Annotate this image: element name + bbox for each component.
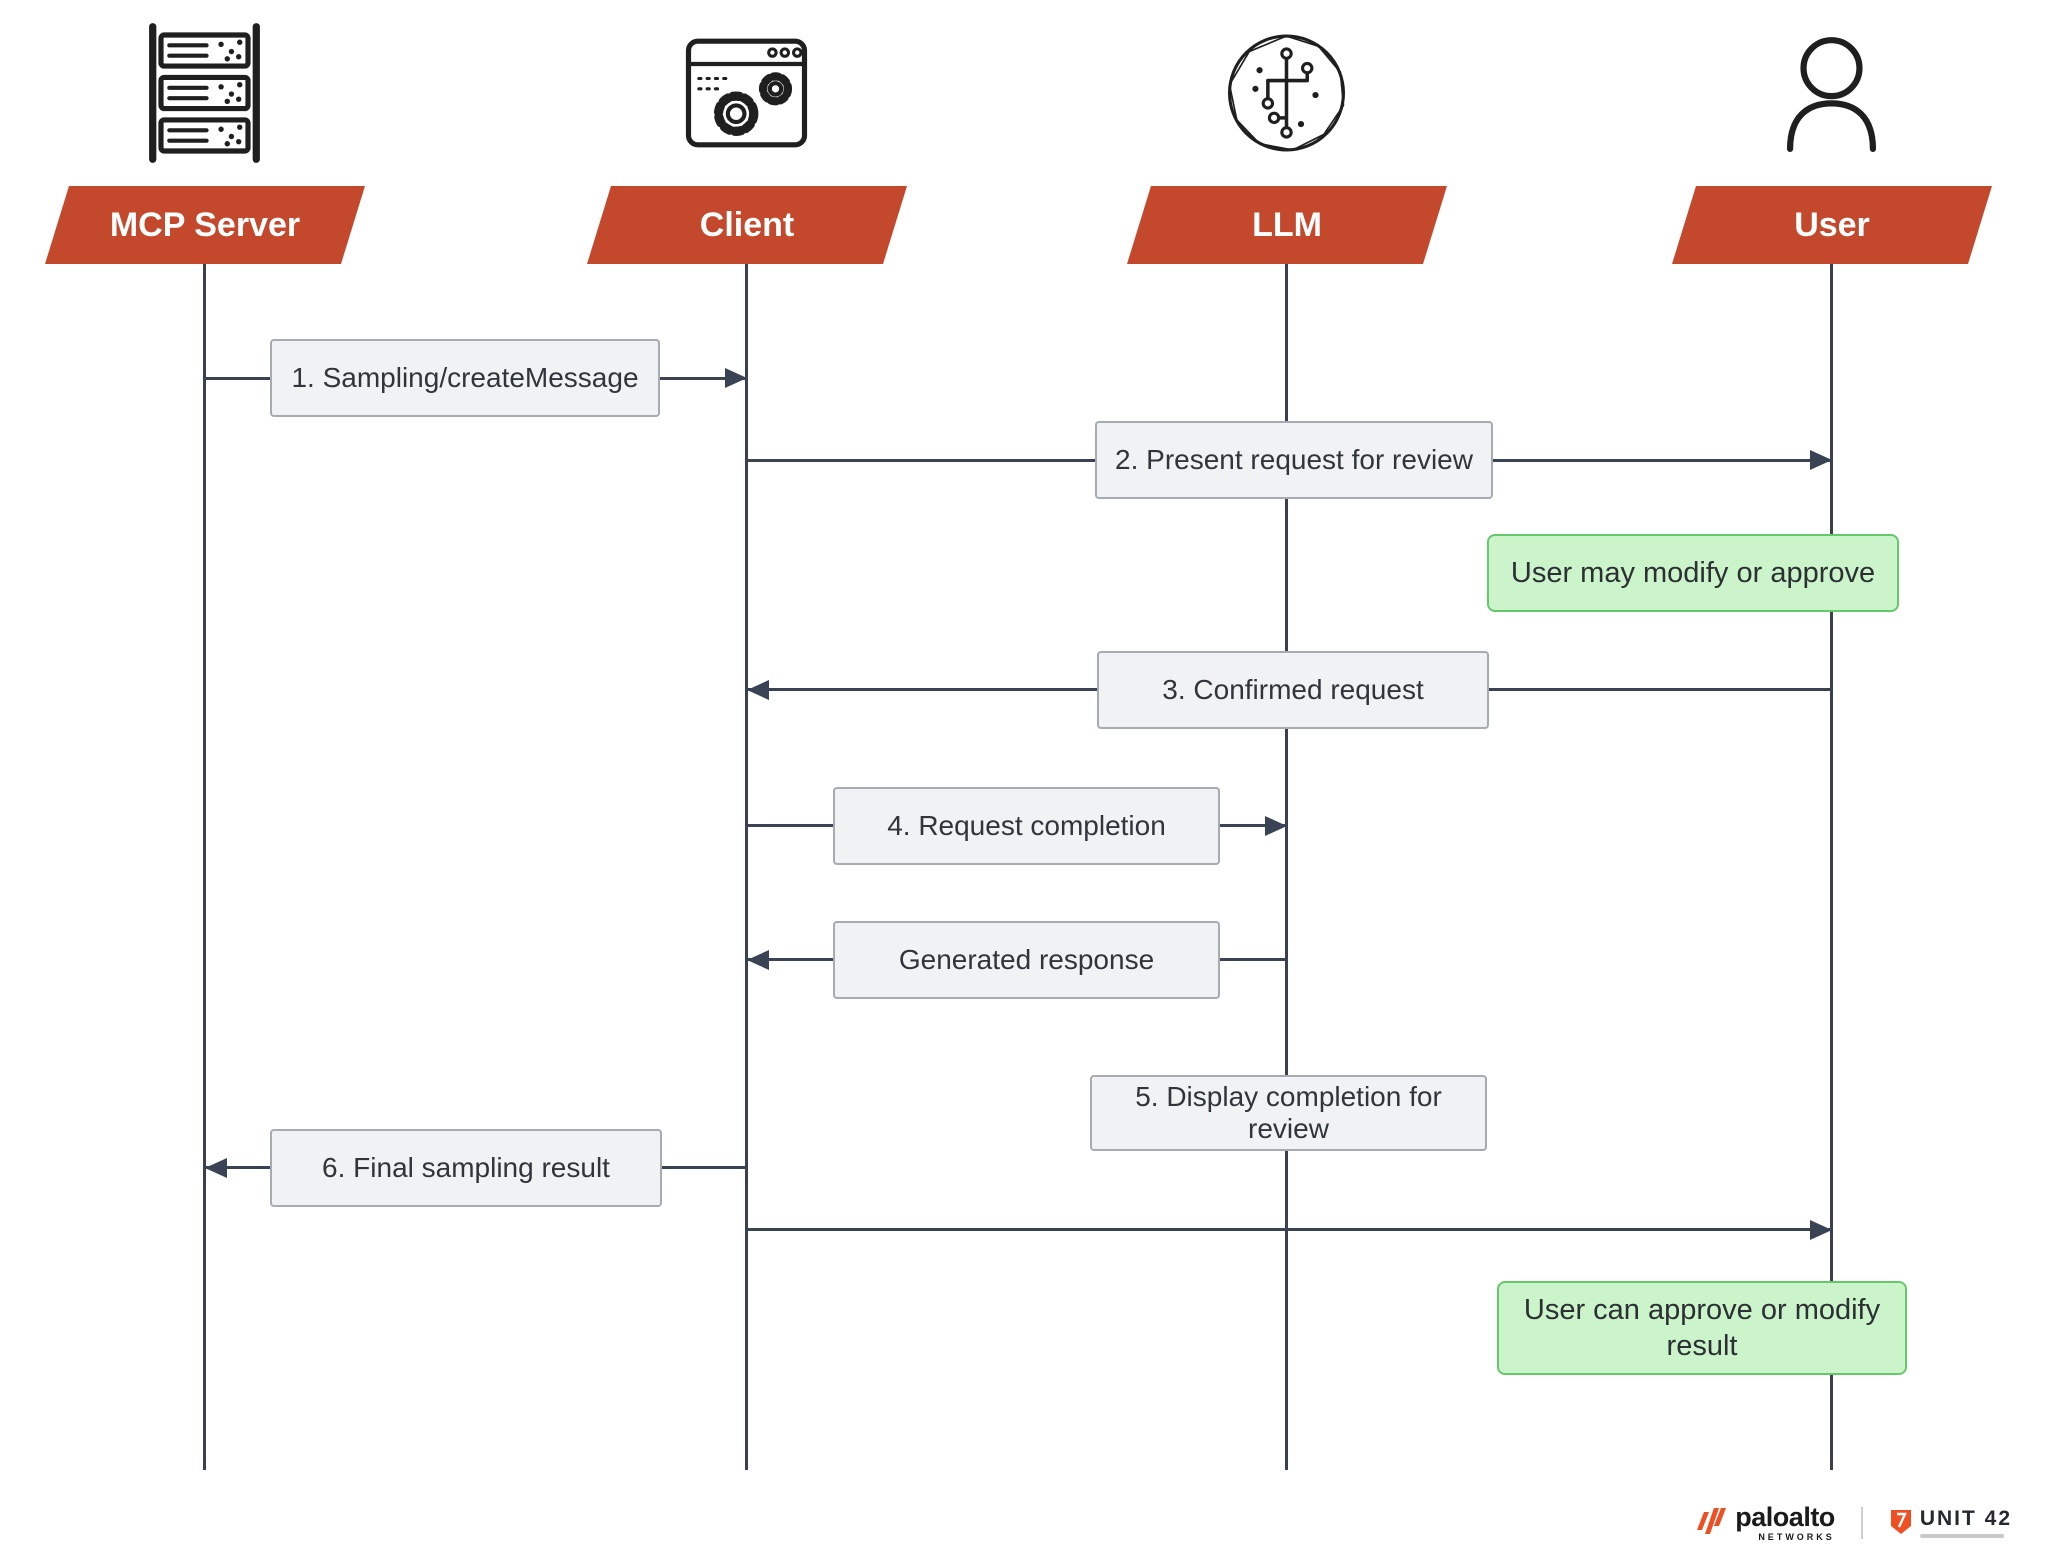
message-5-label: 5. Display completion for review	[1135, 1081, 1442, 1144]
message-4-arrowhead-icon	[1265, 816, 1287, 836]
message-generated-response-box: Generated response	[833, 921, 1220, 999]
footer-logos: paloalto NETWORKS UNIT 42	[1693, 1504, 2012, 1542]
unit42-text: UNIT 42	[1919, 1507, 2012, 1530]
actor-label: MCP Server	[109, 205, 301, 244]
browser-gears-icon	[674, 18, 819, 168]
message-2-label: 2. Present request for review	[1115, 444, 1473, 475]
lifeline-mcp-server	[203, 264, 206, 1470]
actor-banner-mcp-server: MCP Server	[45, 186, 365, 264]
lifeline-client	[745, 264, 748, 1470]
message-3-label: 3. Confirmed request	[1162, 674, 1424, 705]
actor-banner-client: Client	[587, 186, 907, 264]
paloalto-logo-mark-icon	[1697, 1508, 1727, 1534]
message-2-box: 2. Present request for review	[1095, 421, 1493, 499]
footer-separator	[1860, 1507, 1863, 1539]
message-6-box: 6. Final sampling result	[270, 1129, 662, 1207]
message-1-arrowhead-icon	[725, 368, 747, 388]
ai-chip-icon	[1214, 18, 1359, 168]
message-1-box: 1. Sampling/createMessage	[270, 339, 660, 417]
paloalto-text: paloalto	[1735, 1502, 1835, 1532]
actor-label: Client	[699, 205, 795, 244]
message-3-box: 3. Confirmed request	[1097, 651, 1489, 729]
message-6-label: 6. Final sampling result	[322, 1152, 610, 1183]
unit42-subtext-placeholder	[1919, 1534, 2004, 1538]
actor-banner-llm: LLM	[1127, 186, 1447, 264]
paloalto-logo: paloalto NETWORKS	[1693, 1504, 1835, 1542]
server-icon	[132, 18, 277, 168]
unit42-logo: UNIT 42	[1889, 1508, 2012, 1538]
message-5-arrowhead-icon	[1810, 1220, 1832, 1240]
actor-label: User	[1794, 205, 1870, 244]
paloalto-networks-text: NETWORKS	[1758, 1532, 1835, 1542]
note-user-modify-approve: User may modify or approve	[1487, 534, 1899, 612]
message-4-label: 4. Request completion	[887, 810, 1166, 841]
message-generated-response-arrowhead-icon	[747, 950, 769, 970]
person-icon	[1759, 18, 1904, 168]
unit42-logo-mark-icon	[1890, 1510, 1911, 1534]
message-1-label: 1. Sampling/createMessage	[291, 362, 639, 393]
lifeline-llm	[1285, 264, 1288, 1470]
message-6-arrowhead-icon	[205, 1158, 227, 1178]
note-1-label: User may modify or approve	[1510, 556, 1876, 589]
message-5-box: 5. Display completion for review	[1090, 1075, 1487, 1151]
actor-label: LLM	[1252, 205, 1322, 244]
message-generated-response-label: Generated response	[898, 944, 1155, 975]
message-4-box: 4. Request completion	[833, 787, 1220, 865]
note-user-approve-modify-result: User can approve or modify result	[1497, 1281, 1907, 1375]
lifeline-user	[1830, 264, 1833, 1470]
actor-banner-user: User	[1672, 186, 1992, 264]
message-2-arrowhead-icon	[1810, 450, 1832, 470]
message-3-arrowhead-icon	[747, 680, 769, 700]
message-5-line	[747, 1228, 1832, 1231]
note-2-label: User can approve or modify result	[1523, 1293, 1881, 1362]
